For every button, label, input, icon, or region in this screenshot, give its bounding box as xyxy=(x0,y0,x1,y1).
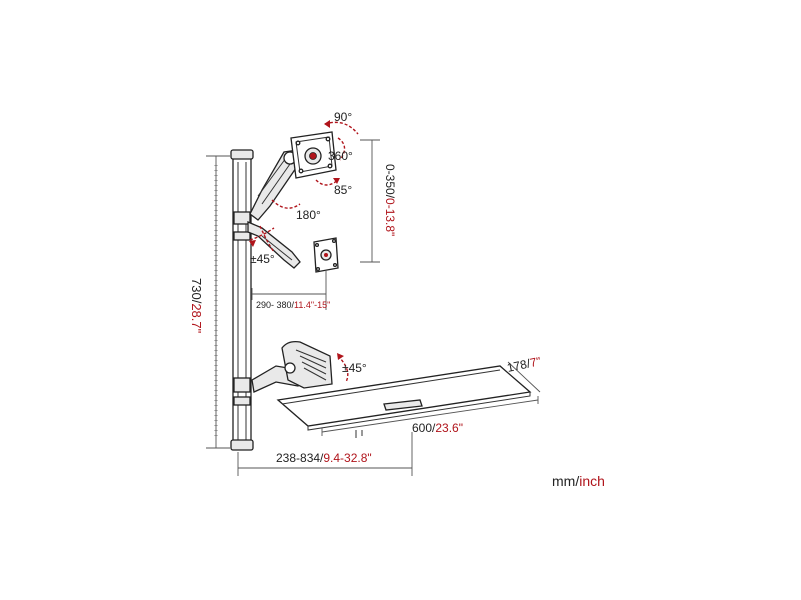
vesa-plate-lower xyxy=(313,237,339,273)
tray-reach-label: 238-834/9.4-32.8" xyxy=(276,451,372,465)
tray-dimensions xyxy=(321,361,541,436)
pole-height-dimension xyxy=(206,155,230,449)
tilt-down-label: 85° xyxy=(334,183,352,197)
tray-width-label: 600/23.6" xyxy=(412,421,463,435)
vesa-plate-upper xyxy=(290,131,337,179)
pole-height-label: 730/28.7" xyxy=(189,278,204,334)
arm-reach-label: 290- 380/11.4"-15" xyxy=(256,300,330,310)
tilt-up-label: 90° xyxy=(334,110,352,124)
keyboard-arm xyxy=(251,340,349,393)
units-label: mm/inch xyxy=(552,473,605,489)
lower-swivel-label: ±45° xyxy=(250,252,275,266)
rotate-label: 360° xyxy=(328,149,353,163)
tray-depth-label: 178/7" xyxy=(506,354,542,375)
tray-swivel-label: ±45° xyxy=(342,361,367,375)
wall-pole xyxy=(230,149,254,451)
height-adjust-dimension xyxy=(360,139,380,263)
keyboard-tray xyxy=(276,365,532,438)
rotation-indicators xyxy=(249,120,359,253)
arm-swivel-label: 180° xyxy=(296,208,321,222)
tray-reach-dimension xyxy=(237,432,413,476)
arm-reach-dimension xyxy=(251,270,327,310)
monitor-arm-upper xyxy=(247,149,301,269)
height-adjust-label: 0-350/0-13.8" xyxy=(383,164,397,236)
